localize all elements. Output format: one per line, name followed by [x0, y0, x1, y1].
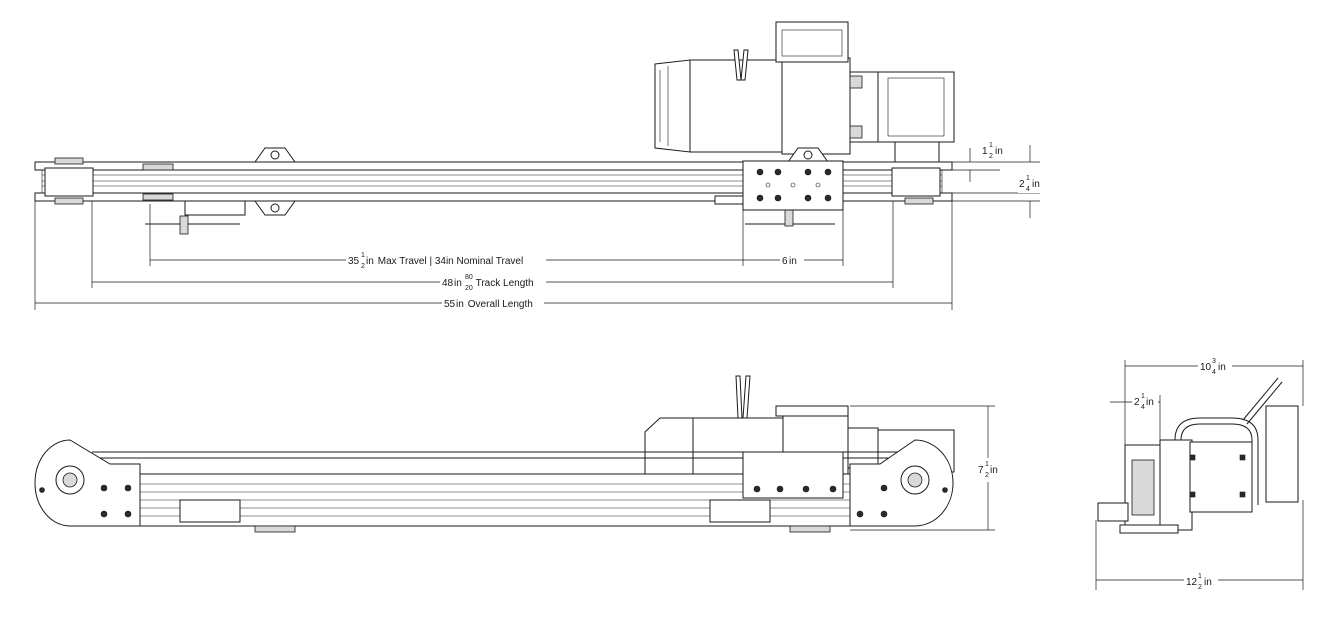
- dim-numerator: 1: [1026, 175, 1030, 182]
- carriage-front: [742, 451, 844, 499]
- dim-label-end-width: 10 3 4 in: [1198, 358, 1232, 376]
- dim-value: 1: [982, 146, 988, 157]
- dim-denominator: 2: [361, 263, 365, 270]
- dim-label-slot-height: 1 1 2 in: [980, 140, 1028, 160]
- top-view: [34, 21, 1040, 310]
- dim-label-end-depth: 12 1 2 in: [1184, 572, 1218, 591]
- dim-value: 35: [348, 256, 360, 267]
- dim-caption: Max Travel | 34in Nominal Travel: [375, 256, 523, 267]
- front-view: [34, 375, 995, 533]
- dim-denominator: 4: [1026, 186, 1030, 193]
- dim-value: 12: [1186, 577, 1198, 588]
- dim-caption: Track Length: [473, 278, 534, 289]
- dim-numerator: 1: [1198, 573, 1202, 580]
- dim-unit: in: [995, 146, 1003, 157]
- dim-value: 7: [978, 465, 984, 476]
- dim-label-track-length: 48 in 80 20 Track Length: [440, 273, 546, 292]
- end-view: [1095, 360, 1304, 590]
- end-plate-left: [34, 439, 141, 527]
- dim-label-overall-length: 55 in Overall Length: [442, 296, 544, 310]
- dim-value: 2: [1134, 397, 1140, 408]
- dim-numerator: 1: [361, 252, 365, 259]
- dim-value: 55: [444, 299, 456, 310]
- end-plate-right: [849, 439, 954, 527]
- dim-unit: in: [1146, 397, 1154, 408]
- dim-label-total-height: 7 1 2 in: [976, 458, 1002, 482]
- dim-unit: in: [1032, 179, 1040, 190]
- carriage-top: [742, 160, 844, 211]
- dim-numerator: 80: [465, 274, 473, 281]
- dim-value: 48: [442, 278, 454, 289]
- dim-denominator: 2: [1198, 584, 1202, 591]
- dim-unit: in: [990, 465, 998, 476]
- motor-top: [654, 21, 955, 163]
- dim-unit: in: [1204, 577, 1212, 588]
- dim-unit: in: [789, 256, 797, 267]
- dim-label-end-offset: 2 1 4 in: [1132, 392, 1158, 412]
- dim-numerator: 3: [1212, 358, 1216, 365]
- dim-unit: in: [456, 299, 464, 310]
- dim-denominator: 4: [1141, 404, 1145, 411]
- dim-value: 2: [1019, 179, 1025, 190]
- dim-value: 10: [1200, 362, 1212, 373]
- dim-denominator: 2: [989, 153, 993, 160]
- dim-unit: in: [454, 278, 462, 289]
- dim-numerator: 1: [989, 142, 993, 149]
- dim-denominator: 2: [985, 472, 989, 479]
- dim-unit: in: [1218, 362, 1226, 373]
- dim-numerator: 1: [985, 461, 989, 468]
- dim-denominator: 4: [1212, 369, 1216, 376]
- dim-label-carriage-length: 6 in: [780, 253, 804, 267]
- dim-value: 6: [782, 256, 788, 267]
- dim-label-track-height: 2 1 4 in: [1018, 173, 1046, 193]
- dim-denominator: 20: [465, 285, 473, 292]
- dim-unit: in: [366, 256, 374, 267]
- dim-label-max-travel: 35 1 2 in Max Travel | 34in Nominal Trav…: [346, 251, 546, 270]
- dim-caption: Overall Length: [465, 299, 533, 310]
- dim-numerator: 1: [1141, 393, 1145, 400]
